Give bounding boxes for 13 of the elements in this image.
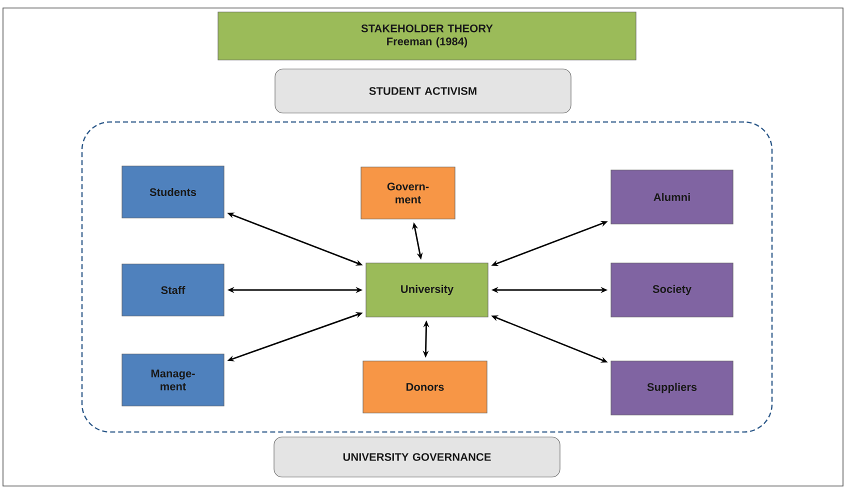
stakeholder-box: Govern- ment bbox=[360, 166, 456, 220]
stakeholder-box: Alumni bbox=[610, 170, 734, 224]
stakeholder-box: Staff bbox=[122, 264, 224, 316]
stakeholder-box: Donors bbox=[362, 360, 488, 414]
stakeholder-box: Society bbox=[610, 262, 734, 318]
title-box: STAKEHOLDER THEORY Freeman (1984) bbox=[218, 12, 636, 60]
heading-box: UNIVERSITY GOVERNANCE bbox=[274, 436, 560, 478]
stakeholder-box: Students bbox=[122, 166, 224, 218]
center-box: University bbox=[366, 262, 488, 318]
stakeholder-box: Suppliers bbox=[610, 360, 734, 416]
stakeholder-box: Manage- ment bbox=[122, 354, 224, 406]
heading-box: STUDENT ACTIVISM bbox=[274, 68, 572, 114]
group-region bbox=[81, 121, 773, 433]
